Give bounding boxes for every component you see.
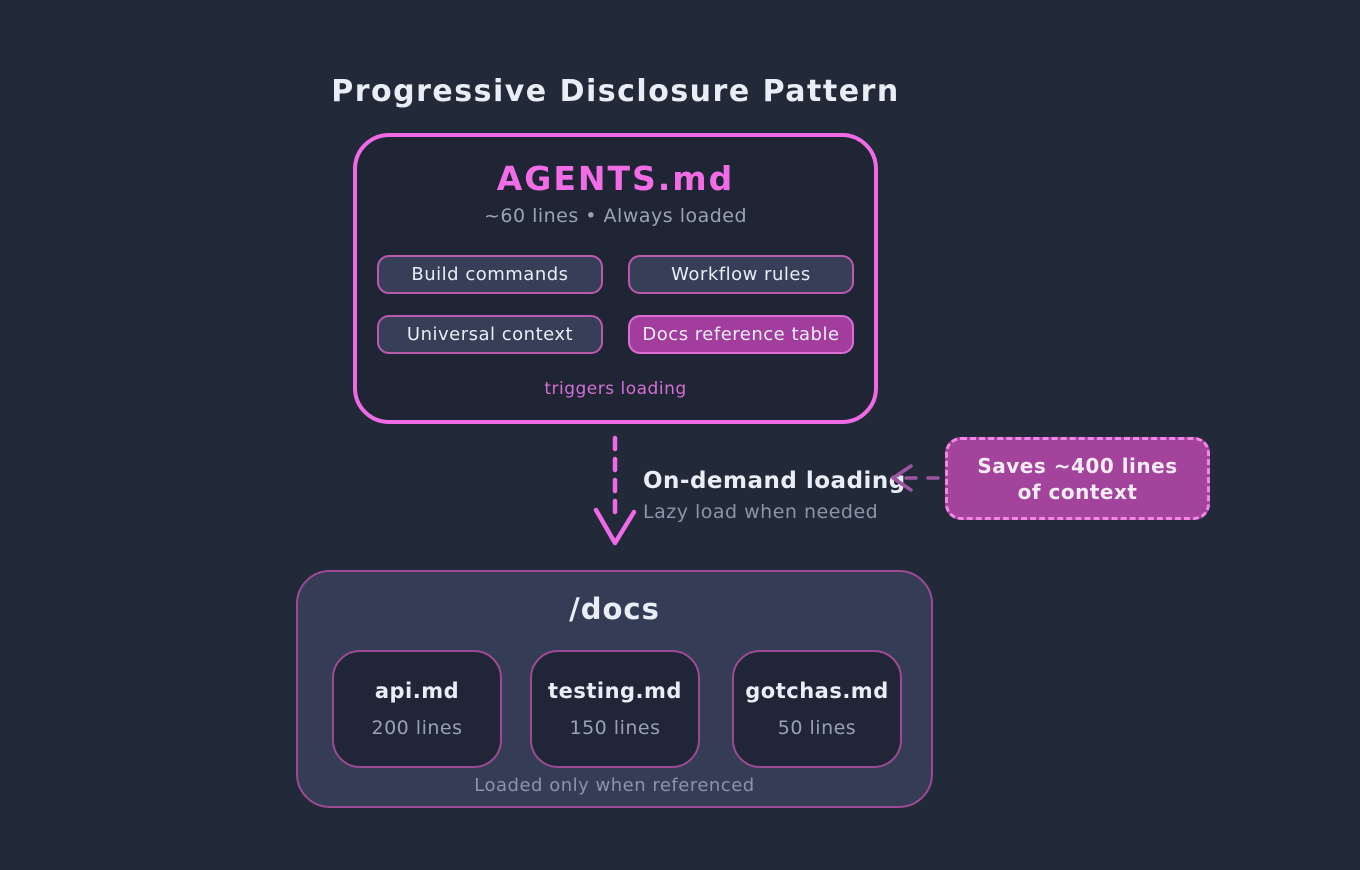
savings-note-line2: of context (1017, 479, 1138, 504)
down-arrow-icon (593, 435, 637, 546)
pill-label: Build commands (411, 264, 569, 285)
left-arrow-icon (891, 464, 946, 492)
pill-docs-reference-table: Docs reference table (628, 315, 854, 354)
pill-label: Workflow rules (671, 264, 811, 285)
triggers-loading-label: triggers loading (544, 379, 687, 399)
pill-build-commands: Build commands (377, 255, 603, 294)
doc-card-api: api.md 200 lines (332, 650, 502, 768)
doc-card-name: gotchas.md (745, 679, 889, 703)
diagram-title: Progressive Disclosure Pattern (331, 74, 900, 109)
lazy-load-label: Lazy load when needed (643, 501, 879, 523)
doc-card-name: testing.md (548, 679, 682, 703)
pill-label: Universal context (406, 324, 574, 345)
on-demand-loading-label: On-demand loading (643, 468, 906, 494)
doc-card-lines: 50 lines (777, 717, 857, 739)
doc-card-lines: 200 lines (371, 717, 463, 739)
pill-label: Docs reference table (642, 324, 840, 345)
agents-md-title: AGENTS.md (496, 159, 735, 198)
doc-card-lines: 150 lines (569, 717, 661, 739)
doc-card-name: api.md (374, 679, 460, 703)
pill-workflow-rules: Workflow rules (628, 255, 854, 294)
pill-universal-context: Universal context (377, 315, 603, 354)
savings-note-line1: Saves ~400 lines (977, 453, 1178, 478)
savings-note: Saves ~400 lines of context (945, 437, 1210, 520)
agents-md-node: AGENTS.md ~60 lines • Always loaded Buil… (353, 133, 878, 424)
docs-footer-label: Loaded only when referenced (474, 775, 755, 796)
agents-md-subtitle: ~60 lines • Always loaded (483, 205, 748, 227)
doc-card-gotchas: gotchas.md 50 lines (732, 650, 902, 768)
transition-labels: On-demand loading Lazy load when needed (643, 468, 906, 523)
doc-card-testing: testing.md 150 lines (530, 650, 700, 768)
docs-node: /docs api.md 200 lines testing.md 150 li… (296, 570, 933, 808)
docs-title: /docs (569, 592, 660, 626)
